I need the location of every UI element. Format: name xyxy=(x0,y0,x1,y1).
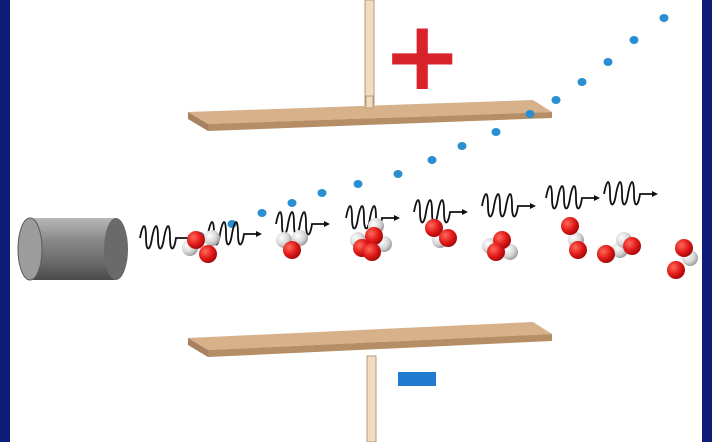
droplet xyxy=(427,156,437,164)
droplet xyxy=(551,96,561,104)
droplet xyxy=(603,58,613,66)
droplet xyxy=(659,14,669,22)
droplet xyxy=(257,209,267,217)
light-wave-icon xyxy=(545,185,600,210)
positive-plate xyxy=(188,100,552,131)
water-molecule-icon xyxy=(482,231,518,261)
light-wave-icon xyxy=(481,193,536,218)
top-rod xyxy=(364,0,375,113)
water-molecule-icon xyxy=(561,217,587,259)
water-molecule-icon xyxy=(182,230,220,263)
droplet xyxy=(491,128,501,136)
light-wave-icon xyxy=(603,181,658,206)
laser-cylinder-icon xyxy=(17,217,128,281)
positive-sign: + xyxy=(382,0,463,112)
water-molecule-icon xyxy=(276,230,308,259)
diagram-panel xyxy=(10,0,702,442)
droplet xyxy=(317,189,327,197)
droplet xyxy=(287,199,297,207)
droplet xyxy=(577,78,587,86)
droplet xyxy=(629,36,639,44)
water-molecule-icon xyxy=(597,232,641,263)
light-wave-icon xyxy=(413,199,468,224)
minus-bar xyxy=(398,372,436,386)
droplet xyxy=(525,110,535,118)
light-wave-icon xyxy=(275,211,330,236)
droplet xyxy=(457,142,467,150)
negative-sign xyxy=(398,372,436,386)
negative-plate xyxy=(188,322,552,357)
bottom-rod xyxy=(366,355,377,442)
droplet xyxy=(353,180,363,188)
droplet xyxy=(393,170,403,178)
water-molecule-icon xyxy=(425,219,457,248)
water-molecule-group xyxy=(182,217,698,279)
water-molecule-icon xyxy=(667,239,698,279)
water-molecule-icon xyxy=(350,218,392,261)
